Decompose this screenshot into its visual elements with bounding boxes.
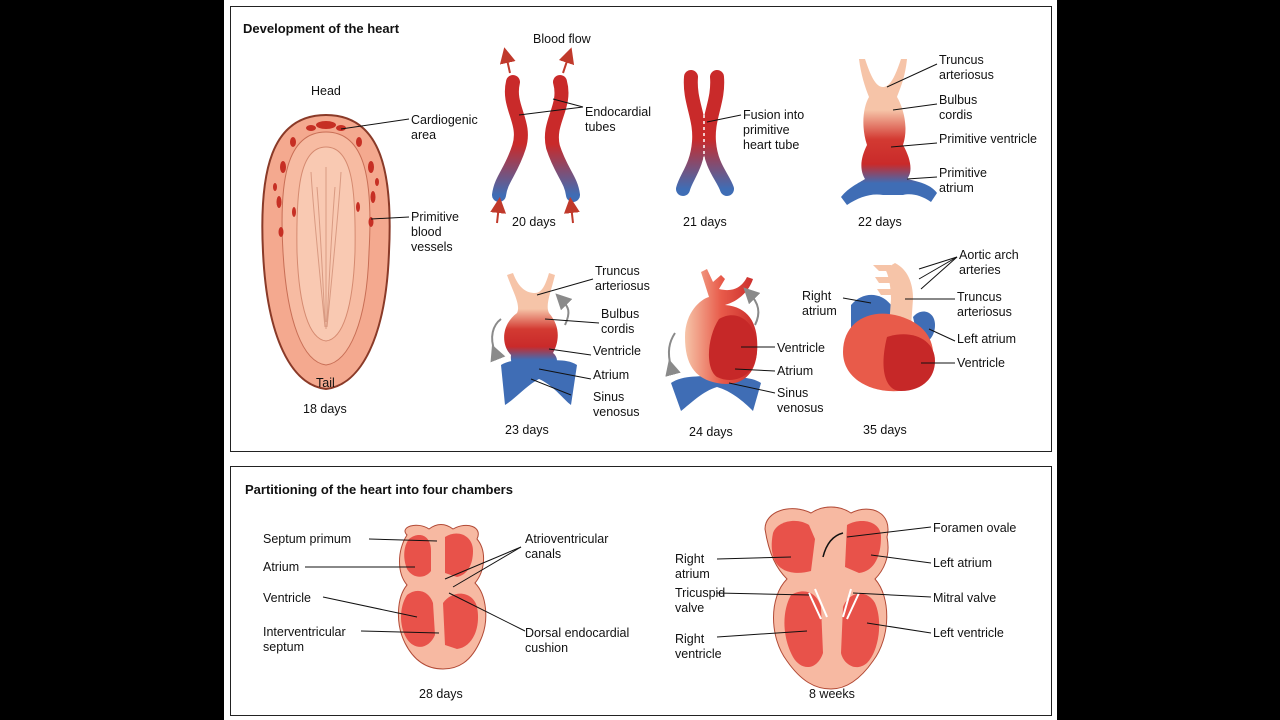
heart-partitioning-panel: Partitioning of the heart into four cham…: [230, 466, 1052, 716]
label-sinus-24: Sinus: [777, 386, 808, 400]
label-av-canals-2: canals: [525, 547, 561, 561]
label-primitive-atrium-2: atrium: [939, 181, 974, 195]
panel-title: Partitioning of the heart into four cham…: [245, 482, 513, 497]
label-iv-septum: Interventricular: [263, 625, 346, 639]
label-22-days: 22 days: [858, 215, 902, 229]
label-truncus-23-2: arteriosus: [595, 279, 650, 293]
heart-development-panel: Development of the heart: [230, 6, 1052, 452]
label-truncus-22-2: arteriosus: [939, 68, 994, 82]
label-truncus-23: Truncus: [595, 264, 640, 278]
label-endocardial: Endocardial: [585, 105, 651, 119]
label-cardiogenic-2: area: [411, 128, 436, 142]
label-right-atrium-8w-2: atrium: [675, 567, 710, 581]
label-sinus-23: Sinus: [593, 390, 624, 404]
heart-development-illustration: Head Cardiogenic area Primitive blood ve…: [261, 32, 1037, 439]
figure-canvas: Development of the heart: [224, 0, 1057, 720]
label-av-canals: Atrioventricular: [525, 532, 608, 546]
heart-23-days: Truncus arteriosus Bulbus cordis Ventric…: [490, 264, 650, 437]
label-truncus-35-2: arteriosus: [957, 305, 1012, 319]
heart-24-days: Ventricle Atrium Sinus venosus 24 days: [665, 269, 825, 439]
label-dorsal-cushion: Dorsal endocardial: [525, 626, 629, 640]
label-cardiogenic: Cardiogenic: [411, 113, 478, 127]
label-ventricle-23: Ventricle: [593, 344, 641, 358]
label-iv-septum-2: septum: [263, 640, 304, 654]
label-right-ventricle-2: ventricle: [675, 647, 722, 661]
label-head: Head: [311, 84, 341, 98]
label-truncus-35: Truncus: [957, 290, 1002, 304]
label-primitive-ventricle: Primitive ventricle: [939, 132, 1037, 146]
label-left-atrium-8w: Left atrium: [933, 556, 992, 570]
heart-21-days: Fusion into primitive heart tube 21 days: [676, 70, 804, 229]
label-bulbus-23: Bulbus: [601, 307, 639, 321]
label-mitral-valve: Mitral valve: [933, 591, 996, 605]
heart-22-days: Truncus arteriosus Bulbus cordis Primiti…: [841, 53, 1037, 229]
label-fusion-2: primitive: [743, 123, 790, 137]
label-20-days: 20 days: [512, 215, 556, 229]
heart-28-days: Septum primum Atrium Ventricle Intervent…: [263, 524, 629, 701]
label-ventricle-35: Ventricle: [957, 356, 1005, 370]
label-ventricle-24: Ventricle: [777, 341, 825, 355]
label-right-atrium-8w: Right: [675, 552, 705, 566]
label-endocardial-2: tubes: [585, 120, 616, 134]
label-atrium-28: Atrium: [263, 560, 299, 574]
label-primitive-vessels: Primitive: [411, 210, 459, 224]
label-ventricle-28: Ventricle: [263, 591, 311, 605]
label-23-days: 23 days: [505, 423, 549, 437]
label-truncus-22: Truncus: [939, 53, 984, 67]
label-dorsal-cushion-2: cushion: [525, 641, 568, 655]
label-24-days: 24 days: [689, 425, 733, 439]
label-right-ventricle: Right: [675, 632, 705, 646]
label-primitive-atrium: Primitive: [939, 166, 987, 180]
label-right-atrium-35: Right: [802, 289, 832, 303]
label-sinus-24-2: venosus: [777, 401, 824, 415]
label-35-days: 35 days: [863, 423, 907, 437]
label-primitive-vessels-2: blood: [411, 225, 442, 239]
label-sinus-23-2: venosus: [593, 405, 640, 419]
label-aortic-arch: Aortic arch: [959, 248, 1019, 262]
label-fusion-3: heart tube: [743, 138, 799, 152]
heart-20-days: Blood flow Endocardial tubes 20 days: [490, 32, 651, 229]
heart-partitioning-illustration: Septum primum Atrium Ventricle Intervent…: [263, 506, 1016, 701]
label-bulbus-22-2: cordis: [939, 108, 972, 122]
label-fusion: Fusion into: [743, 108, 804, 122]
label-atrium-23: Atrium: [593, 368, 629, 382]
label-primitive-vessels-3: vessels: [411, 240, 453, 254]
heart-8-weeks: Foramen ovale Right atrium Left atrium T…: [675, 506, 1016, 701]
label-18-days: 18 days: [303, 402, 347, 416]
label-foramen-ovale: Foramen ovale: [933, 521, 1016, 535]
label-tricuspid-valve-2: valve: [675, 601, 704, 615]
embryo-18-days: Head Cardiogenic area Primitive blood ve…: [261, 84, 478, 416]
label-left-atrium-35: Left atrium: [957, 332, 1016, 346]
label-28-days: 28 days: [419, 687, 463, 701]
label-tricuspid-valve: Tricuspid: [675, 586, 725, 600]
label-left-ventricle: Left ventricle: [933, 626, 1004, 640]
panel-title: Development of the heart: [243, 21, 400, 36]
label-aortic-arch-2: arteries: [959, 263, 1001, 277]
label-atrium-24: Atrium: [777, 364, 813, 378]
heart-35-days: Aortic arch arteries Right atrium Truncu…: [802, 248, 1019, 437]
label-right-atrium-35-2: atrium: [802, 304, 837, 318]
label-septum-primum: Septum primum: [263, 532, 351, 546]
label-bulbus-23-2: cordis: [601, 322, 634, 336]
label-tail: Tail: [316, 376, 335, 390]
label-bulbus-22: Bulbus: [939, 93, 977, 107]
label-blood-flow: Blood flow: [533, 32, 592, 46]
label-21-days: 21 days: [683, 215, 727, 229]
label-8-weeks: 8 weeks: [809, 687, 855, 701]
